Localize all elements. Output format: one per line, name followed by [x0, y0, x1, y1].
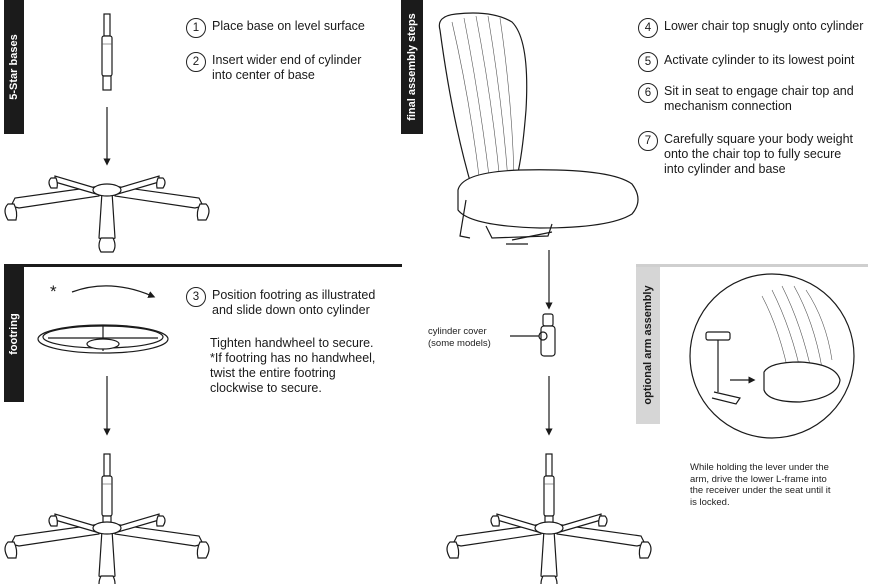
step-6: 6 Sit in seat to engage chair top and me… [638, 83, 854, 114]
step-text: Position footring as illustrated and sli… [212, 288, 376, 317]
asterisk-marker: * [50, 282, 57, 301]
arm-assembly-note: While holding the lever under the arm, d… [690, 462, 831, 508]
step-number: 7 [638, 131, 658, 151]
arm-detail-illustration [689, 273, 855, 439]
step-4: 4 Lower chair top snugly onto cylinder [638, 18, 864, 38]
step-3: 3 Position footring as illustrated and s… [186, 287, 376, 318]
section-tab-footring: footring [4, 266, 24, 402]
step-number: 4 [638, 18, 658, 38]
cylinder-in-base-illustration [446, 453, 652, 584]
gas-cylinder-illustration [101, 13, 113, 91]
footring-illustration [37, 324, 169, 354]
step-text: Lower chair top snugly onto cylinder [664, 19, 864, 33]
step-text: Carefully square your body weight onto t… [664, 132, 853, 176]
step-number: 5 [638, 52, 658, 72]
step-number: 1 [186, 18, 206, 38]
step-number: 3 [186, 287, 206, 307]
chair-top-illustration [438, 12, 639, 245]
section-tab-5-star-bases: 5-Star bases [4, 0, 24, 134]
rotation-arrow [71, 285, 156, 298]
step-2: 2 Insert wider end of cylinder into cent… [186, 52, 362, 83]
step-number: 2 [186, 52, 206, 72]
step-5: 5 Activate cylinder to its lowest point [638, 52, 855, 72]
cylinder-in-base-illustration [4, 453, 210, 584]
step-7: 7 Carefully square your body weight onto… [638, 131, 853, 177]
section-tab-final-assembly: final assembly steps [401, 0, 423, 134]
step-text: Place base on level surface [212, 19, 365, 33]
star-base-illustration [4, 175, 210, 253]
cylinder-cover-illustration [510, 313, 556, 357]
cylinder-cover-label: cylinder cover (some models) [428, 326, 491, 349]
section-divider [4, 264, 402, 267]
step-text: Activate cylinder to its lowest point [664, 53, 855, 67]
section-divider-arm [636, 264, 868, 267]
step-text: Sit in seat to engage chair top and mech… [664, 84, 854, 113]
step-number: 6 [638, 83, 658, 103]
section-tab-optional-arm: optional arm assembly [636, 266, 660, 424]
footring-note: Tighten handwheel to secure. *If footrin… [210, 336, 376, 395]
step-1: 1 Place base on level surface [186, 18, 365, 38]
step-text: Insert wider end of cylinder into center… [212, 53, 362, 82]
